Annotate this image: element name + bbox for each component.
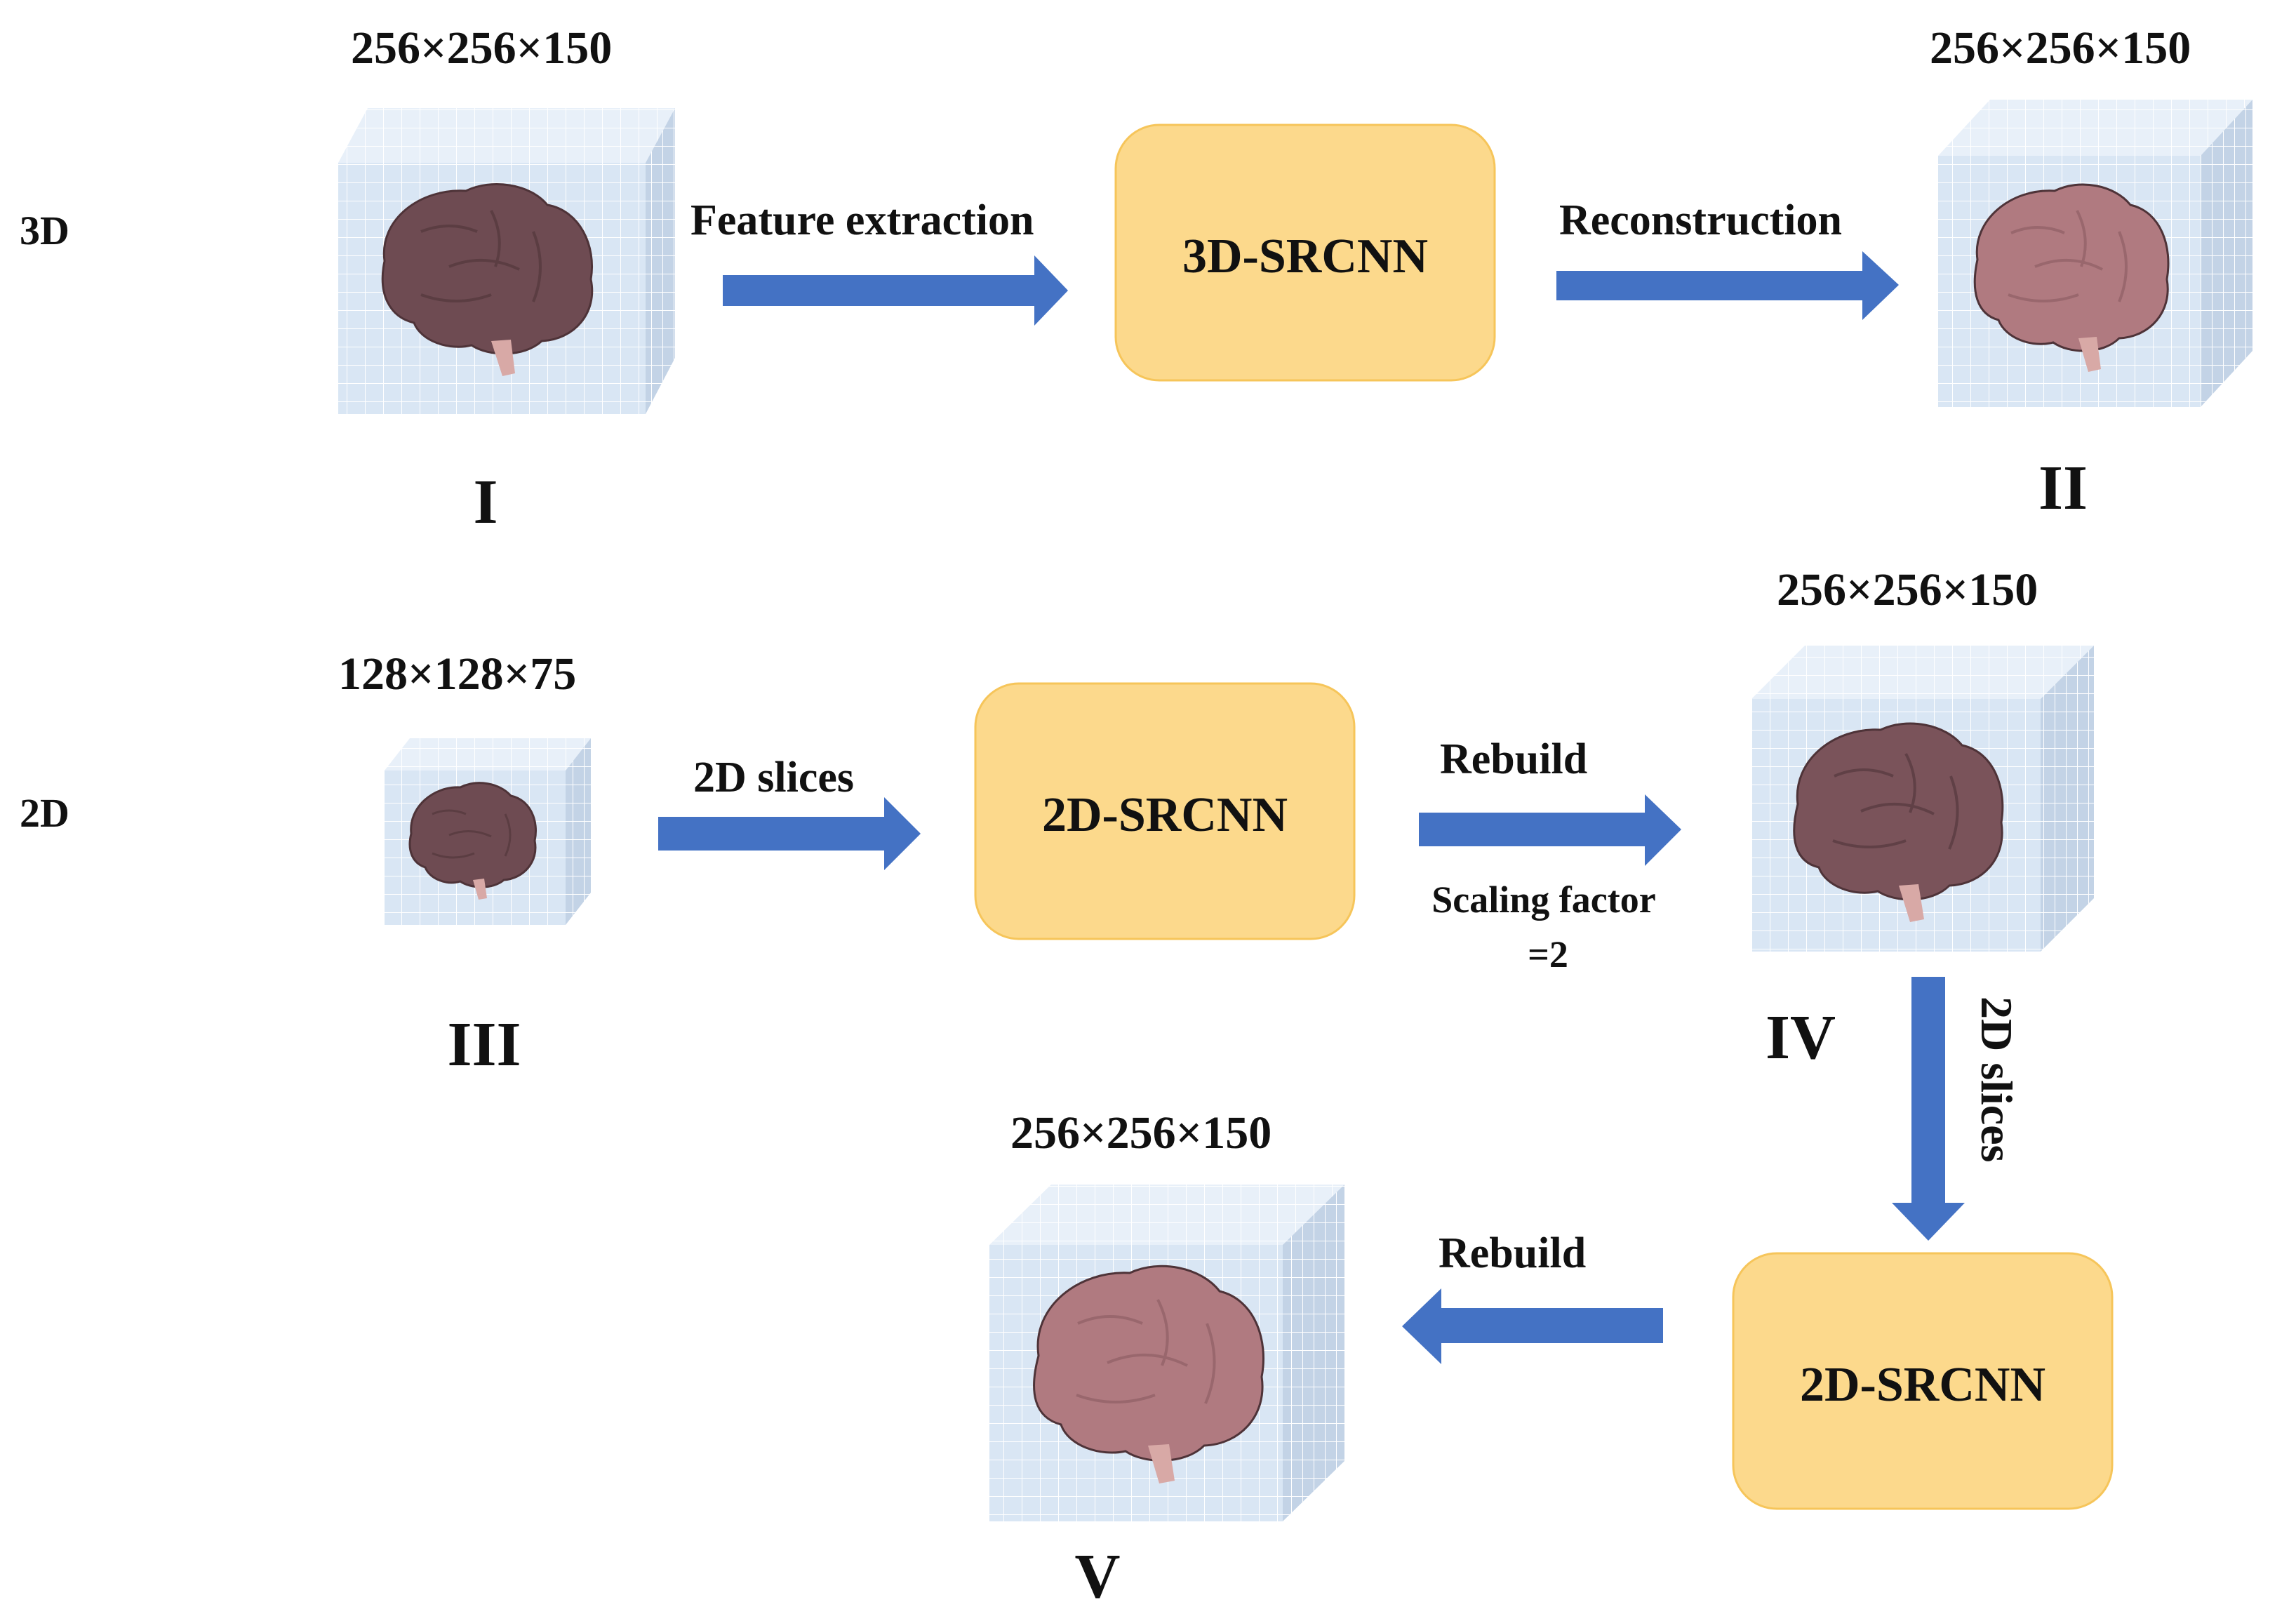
rebuild-label-b: Rebuild <box>1439 1229 1586 1277</box>
volume-i-label: I <box>473 467 498 537</box>
scaling-factor-label: Scaling factor <box>1431 879 1655 921</box>
rebuild-arrow-a: Rebuild Scaling factor =2 <box>1419 735 1681 975</box>
srcnn-2d-label-b: 2D-SRCNN <box>1800 1358 2045 1412</box>
scaling-factor-value: =2 <box>1528 933 1568 975</box>
srcnn-2d-box-a: 2D-SRCNN <box>974 682 1356 940</box>
reconstruction-arrow: Reconstruction <box>1556 196 1899 320</box>
brain-icon <box>1033 1265 1264 1483</box>
volume-iv: 256×256×150 IV <box>1751 564 2094 1072</box>
feature-extraction-label: Feature extraction <box>690 196 1034 244</box>
slices-label-b: 2D slices <box>1972 996 2022 1162</box>
volume-iv-dims: 256×256×150 <box>1777 564 2038 615</box>
srcnn-3d-label: 3D-SRCNN <box>1182 229 1428 284</box>
volume-v: 256×256×150 V <box>989 1107 1344 1611</box>
slices-arrow-a: 2D slices <box>658 754 921 870</box>
volume-iv-label: IV <box>1766 1003 1836 1072</box>
brain-icon <box>1793 722 2004 922</box>
volume-iii: 128×128×75 III <box>338 648 591 1079</box>
volume-v-label: V <box>1075 1542 1121 1611</box>
brain-icon <box>381 183 594 376</box>
srcnn-3d-box: 3D-SRCNN <box>1114 124 1496 382</box>
volume-i: 256×256×150 I <box>338 22 675 537</box>
reconstruction-label: Reconstruction <box>1559 196 1842 244</box>
volume-ii-dims: 256×256×150 <box>1930 22 2191 74</box>
srcnn-2d-label-a: 2D-SRCNN <box>1042 788 1288 842</box>
volume-i-dims: 256×256×150 <box>351 22 612 74</box>
rebuild-label-a: Rebuild <box>1440 735 1587 783</box>
rebuild-arrow-b: Rebuild <box>1402 1229 1663 1364</box>
srcnn-2d-box-b: 2D-SRCNN <box>1732 1252 2114 1510</box>
brain-icon <box>1973 183 2170 372</box>
volume-iii-label: III <box>447 1010 521 1079</box>
volume-iii-dims: 128×128×75 <box>338 648 576 700</box>
row-label-2d: 2D <box>20 790 69 836</box>
volume-ii-label: II <box>2038 453 2088 523</box>
row-label-3d: 3D <box>20 208 69 253</box>
slices-label-a: 2D slices <box>693 754 854 801</box>
slices-arrow-b: 2D slices <box>1892 977 2022 1241</box>
volume-v-dims: 256×256×150 <box>1010 1107 1272 1159</box>
feature-extraction-arrow: Feature extraction <box>690 196 1068 326</box>
brain-icon <box>408 782 537 900</box>
volume-ii: 256×256×150 II <box>1930 22 2252 523</box>
